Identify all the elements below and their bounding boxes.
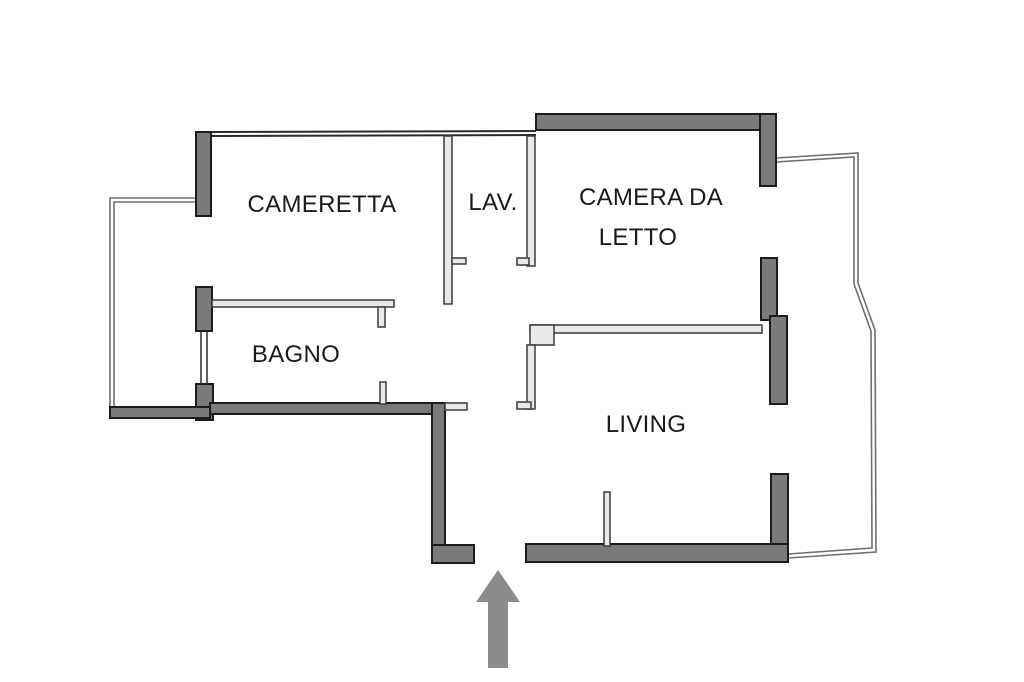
interior-partitions (200, 135, 763, 547)
balcony-left (109, 197, 196, 410)
room-label-lavanderia: LAV. (468, 189, 517, 216)
top-wall (209, 130, 537, 137)
structural-walls (109, 113, 789, 564)
room-label-bagno: BAGNO (252, 341, 340, 368)
room-label-camera-line1: CAMERA DA (579, 184, 723, 211)
room-label-camera-line2: LETTO (599, 224, 677, 251)
room-label-living: LIVING (606, 411, 687, 438)
balcony-right (775, 152, 877, 559)
up-arrow-icon (476, 570, 520, 668)
room-label-cameretta: CAMERETTA (248, 191, 397, 218)
